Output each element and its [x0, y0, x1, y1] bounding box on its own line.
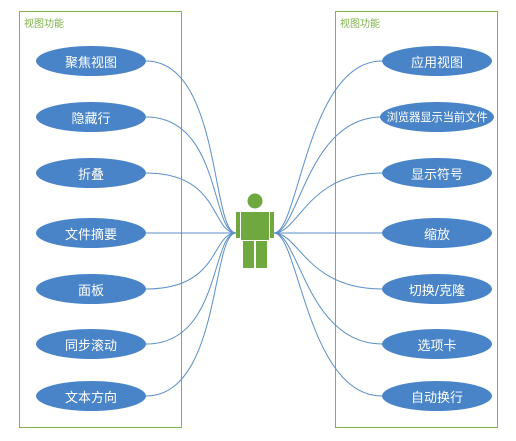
right-node-6: 选项卡: [382, 329, 492, 359]
left-node-3: 折叠: [36, 158, 146, 188]
right-connector-5: [273, 232, 383, 290]
right-node-1: 应用视图: [382, 46, 492, 76]
left-connector-5: [145, 232, 237, 290]
right-node-7: 自动换行: [382, 381, 492, 411]
right-connector-1: [273, 60, 383, 234]
left-group-title: 视图功能: [24, 19, 64, 30]
right-connector-6: [273, 232, 383, 345]
right-node-3: 显示符号: [382, 158, 492, 188]
connector-lines: [145, 60, 383, 397]
right-node-4: 缩放: [382, 218, 492, 248]
left-node-4: 文件摘要: [36, 218, 146, 248]
person-icon: [236, 193, 274, 268]
right-node-2: 浏览器显示当前文件: [380, 102, 494, 132]
left-connector-3: [145, 172, 237, 234]
left-node-2: 隐藏行: [36, 102, 146, 132]
left-node-5: 面板: [36, 274, 146, 304]
left-connector-7: [145, 232, 237, 397]
right-group-box: 视图功能: [335, 11, 498, 428]
left-group-box: 视图功能: [19, 11, 182, 428]
left-connector-2: [145, 116, 237, 234]
right-connector-7: [273, 232, 383, 397]
right-connector-2: [273, 116, 383, 234]
left-node-7: 文本方向: [36, 381, 146, 411]
left-node-1: 聚焦视图: [36, 46, 146, 76]
right-connector-3: [273, 172, 383, 234]
right-node-5: 切换/克隆: [382, 274, 492, 304]
left-node-6: 同步滚动: [36, 329, 146, 359]
left-connector-1: [145, 60, 237, 234]
right-group-title: 视图功能: [340, 19, 380, 30]
left-connector-6: [145, 232, 237, 345]
